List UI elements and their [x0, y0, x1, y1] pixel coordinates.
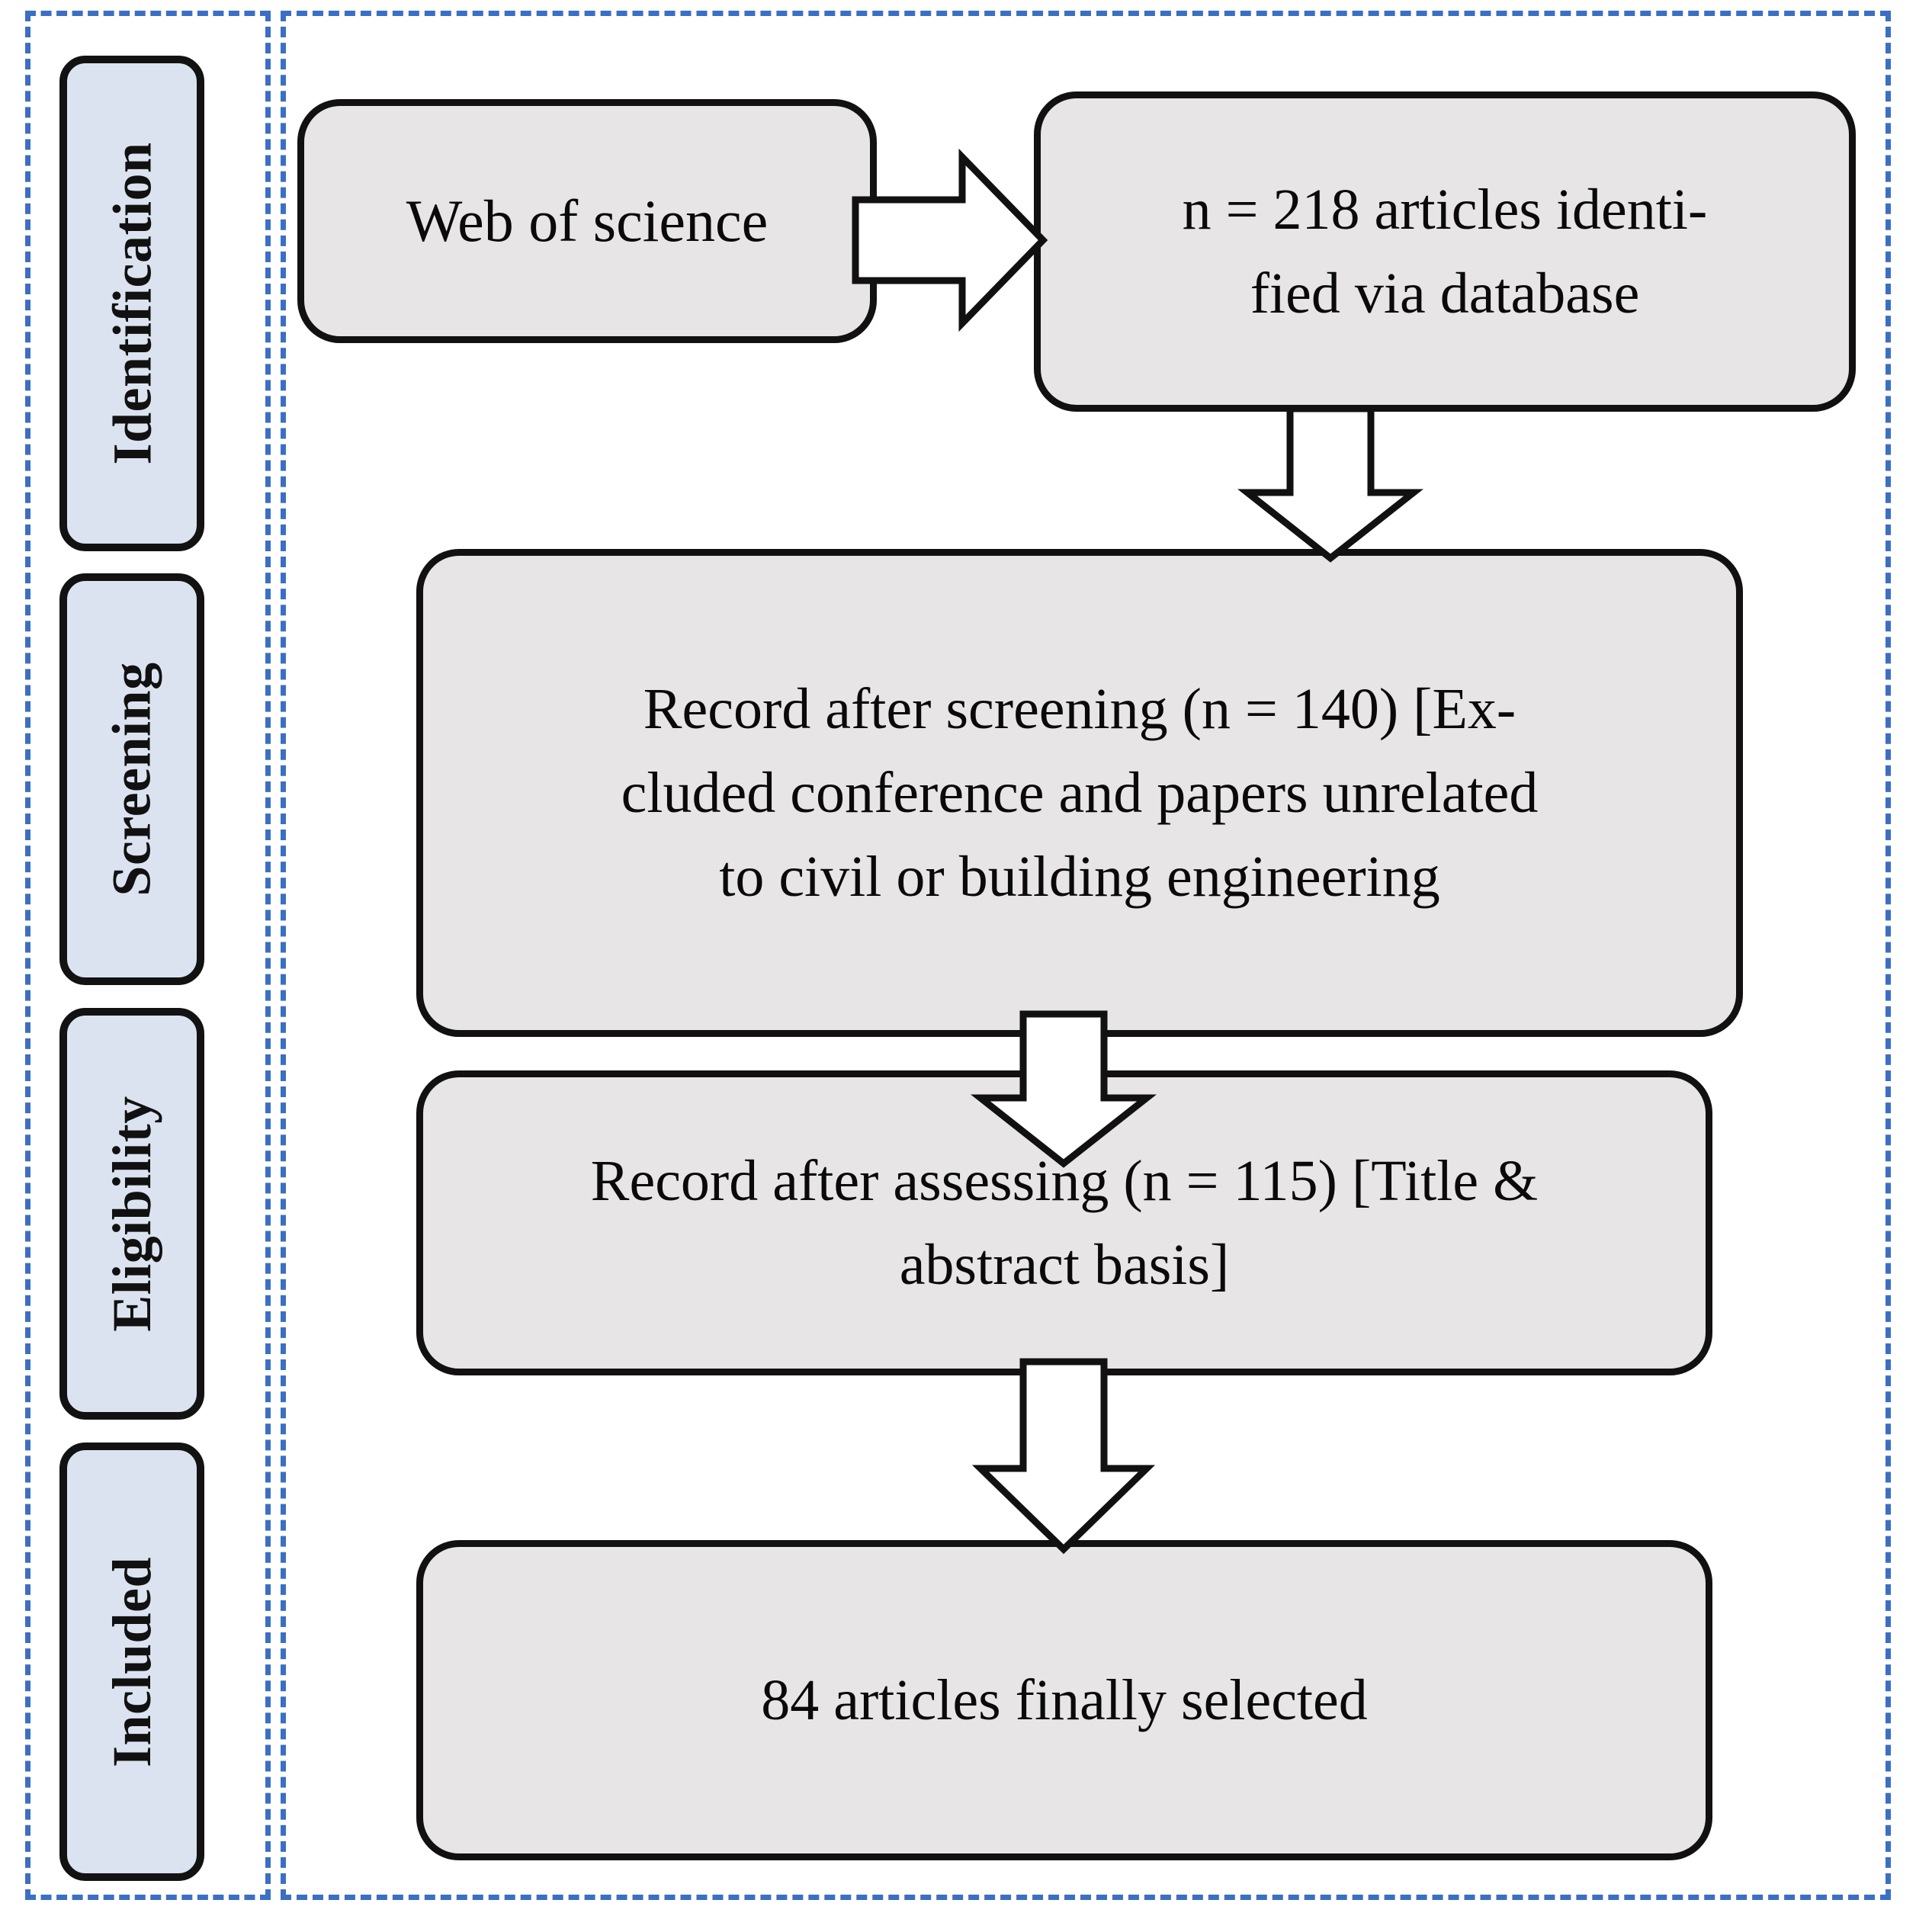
stage-label-eligibility: Eligibility — [101, 1096, 163, 1332]
flow-box-records-identified: n = 218 articles identi- fied via databa… — [1034, 91, 1856, 412]
flow-box-records-screened: Record after screening (n = 140) [Ex- cl… — [416, 549, 1743, 1037]
flow-box-included-text: 84 articles finally selected — [761, 1667, 1368, 1732]
stage-column-frame — [25, 11, 271, 1900]
stage-label-included: Included — [101, 1556, 163, 1767]
stage-pill-screening: Screening — [59, 573, 204, 985]
stage-pill-included: Included — [59, 1443, 204, 1881]
stage-pill-identification: Identification — [59, 56, 204, 551]
flow-box-source-database: Web of science — [297, 99, 877, 343]
stage-pill-eligibility: Eligibility — [59, 1008, 204, 1420]
stage-label-identification: Identification — [101, 142, 163, 465]
flow-box-identified-text: n = 218 articles identi- fied via databa… — [1182, 177, 1708, 326]
flow-box-articles-included: 84 articles finally selected — [416, 1540, 1712, 1860]
flow-column-frame — [281, 11, 1891, 1900]
stage-label-screening: Screening — [101, 662, 163, 897]
flow-box-records-assessed: Record after assessing (n = 115) [Title … — [416, 1070, 1712, 1375]
flow-box-screened-text: Record after screening (n = 140) [Ex- cl… — [621, 676, 1539, 910]
flow-box-source-text: Web of science — [406, 188, 769, 255]
flow-box-assessed-text: Record after assessing (n = 115) [Title … — [590, 1148, 1539, 1297]
